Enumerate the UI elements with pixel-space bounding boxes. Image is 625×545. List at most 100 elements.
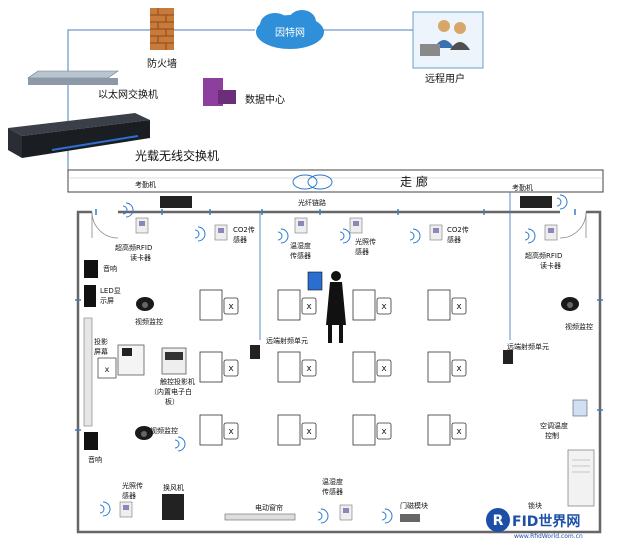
rfidworld-logo: R FID世界网 www.RfidWorld.com.cn bbox=[486, 508, 583, 540]
internet-label: 因特网 bbox=[275, 27, 305, 39]
ethernet-switch-label: 以太网交换机 bbox=[98, 88, 158, 101]
room-wiring bbox=[259, 192, 511, 340]
remote-rf-center-label: 远端射频单元 bbox=[266, 336, 308, 345]
light-top-label-2: 感器 bbox=[355, 247, 369, 256]
temp-humidity-bottom-icon bbox=[339, 504, 353, 521]
curtain-icon bbox=[224, 513, 296, 521]
touch-projector-label-2: （内置电子白 bbox=[150, 387, 192, 396]
speaker-top-icon bbox=[84, 260, 98, 278]
door-left bbox=[91, 211, 119, 239]
desk bbox=[427, 289, 467, 321]
camera-right-label: 视频监控 bbox=[565, 322, 593, 331]
camera-bottom-left-label: 视频监控 bbox=[150, 426, 178, 435]
light-bottom-label-2: 感器 bbox=[122, 491, 136, 500]
svg-text:FID世界网: FID世界网 bbox=[512, 513, 580, 530]
wifi-icon bbox=[409, 228, 421, 244]
fan-icon bbox=[162, 494, 184, 520]
podium-icon: x bbox=[97, 344, 145, 379]
fiber-coil-icon bbox=[292, 174, 333, 190]
classroom-walls bbox=[76, 210, 602, 534]
network-wiring bbox=[67, 29, 420, 191]
svg-text:x: x bbox=[105, 365, 110, 374]
temp-humidity-bottom-label-2: 传感器 bbox=[322, 487, 343, 496]
desk bbox=[199, 289, 239, 321]
fiber-link-label: 光纤链路 bbox=[298, 198, 326, 207]
ethernet-switch-icon bbox=[27, 70, 119, 85]
light-top-icon bbox=[349, 217, 363, 234]
wifi-icon bbox=[339, 228, 351, 244]
wifi-icon bbox=[194, 226, 206, 242]
remote-user-label: 远程用户 bbox=[425, 72, 465, 85]
desk bbox=[199, 351, 239, 383]
ac-controller-label-1: 空调温度 bbox=[540, 421, 568, 430]
touch-projector-label-3: 板） bbox=[165, 397, 179, 406]
co2-left-icon bbox=[214, 224, 228, 241]
corridor bbox=[67, 169, 604, 193]
air-conditioner-icon bbox=[567, 449, 595, 507]
projector-screen-icon bbox=[83, 317, 93, 427]
corridor-label: 走 廊 bbox=[400, 174, 428, 189]
desk bbox=[277, 289, 317, 321]
rfid-right-label-2: 读卡器 bbox=[540, 261, 561, 270]
light-bottom-label-1: 光照传 bbox=[122, 481, 143, 490]
touch-projector-icon bbox=[161, 347, 187, 375]
temp-humidity-top-icon bbox=[294, 217, 308, 234]
remote-rf-center-icon bbox=[250, 345, 260, 359]
attendance-right-icon bbox=[520, 196, 552, 208]
wall-ticks bbox=[75, 209, 603, 431]
led-screen-label-2: 示屏 bbox=[100, 297, 114, 305]
projector-screen-label-1: 投影 bbox=[94, 337, 108, 346]
projector-screen-label-2: 屏幕 bbox=[94, 347, 108, 356]
svg-text:R: R bbox=[493, 513, 504, 529]
co2-left-label-1: CO2传 bbox=[233, 225, 255, 234]
temp-humidity-bottom-label-1: 温湿度 bbox=[322, 477, 343, 486]
svg-text:www.RfidWorld.com.cn: www.RfidWorld.com.cn bbox=[514, 533, 583, 540]
curtain-label: 电动窗帘 bbox=[255, 503, 283, 512]
wifi-icon bbox=[277, 228, 289, 244]
desk bbox=[277, 351, 317, 383]
co2-left-label-2: 感器 bbox=[233, 235, 247, 244]
speaker-bottom-icon bbox=[84, 432, 98, 450]
data-center-icon bbox=[203, 78, 236, 106]
door-module-icon bbox=[400, 514, 420, 522]
led-screen-icon bbox=[84, 285, 96, 307]
wifi-icon bbox=[122, 202, 134, 218]
door-right bbox=[559, 211, 587, 239]
speaker-bottom-label: 音响 bbox=[88, 455, 102, 464]
rfid-left-icon bbox=[135, 217, 149, 234]
remote-rf-right-label: 远端射频单元 bbox=[507, 342, 549, 351]
wifi-icon bbox=[381, 508, 393, 524]
wifi-icon bbox=[524, 228, 536, 244]
touch-projector-label-1: 触控投影机 bbox=[160, 377, 195, 386]
co2-right-label-2: 感器 bbox=[447, 235, 461, 244]
desk bbox=[352, 289, 392, 321]
temp-humidity-top-label-2: 传感器 bbox=[290, 251, 311, 260]
rfid-left-label-2: 读卡器 bbox=[130, 253, 151, 262]
rfid-right-icon bbox=[544, 224, 558, 241]
co2-right-icon bbox=[429, 224, 443, 241]
ac-controller-icon bbox=[572, 399, 588, 417]
remote-rf-right-icon bbox=[503, 350, 513, 364]
data-center-label: 数据中心 bbox=[245, 93, 285, 106]
speaker-top-label: 音响 bbox=[103, 264, 117, 273]
desk bbox=[352, 351, 392, 383]
optical-switch-icon bbox=[8, 113, 150, 158]
wifi-icon bbox=[99, 501, 111, 517]
wifi-icon bbox=[556, 194, 568, 210]
camera-top-left-icon bbox=[136, 297, 154, 311]
light-top-label-1: 光照传 bbox=[355, 237, 376, 246]
door-module-label: 门磁模块 bbox=[400, 501, 428, 510]
rfid-left-label-1: 超高频RFID bbox=[115, 243, 152, 252]
lock-label: 锁块 bbox=[528, 501, 542, 510]
attendance-left-label: 考勤机 bbox=[135, 180, 156, 189]
desk bbox=[199, 414, 239, 446]
light-bottom-icon bbox=[119, 501, 133, 518]
firewall-icon bbox=[150, 8, 174, 50]
led-screen-label-1: LED显 bbox=[100, 287, 121, 295]
camera-top-left-label: 视频监控 bbox=[135, 317, 163, 326]
attendance-right-label: 考勤机 bbox=[512, 183, 533, 192]
camera-right-icon bbox=[561, 297, 579, 311]
wifi-icon bbox=[317, 508, 329, 524]
desk bbox=[427, 351, 467, 383]
internet-cloud-icon bbox=[256, 10, 324, 49]
